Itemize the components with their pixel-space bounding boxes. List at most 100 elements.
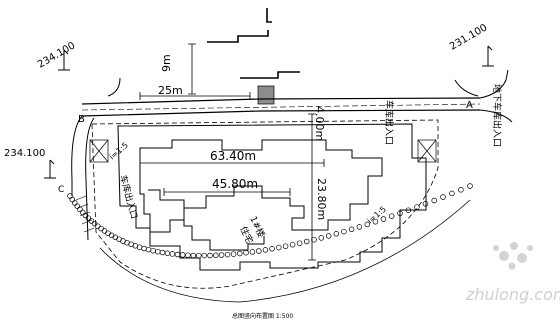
retaining-wall-segment: [318, 235, 325, 241]
retaining-wall-segment: [213, 252, 219, 259]
retaining-wall-segment: [108, 232, 115, 239]
retaining-wall-segment: [388, 213, 395, 219]
top-left-road-arc: [107, 77, 121, 97]
retaining-wall-segment: [101, 228, 108, 234]
retaining-wall-segment: [98, 225, 104, 232]
retaining-wall-segment: [276, 244, 282, 251]
retaining-wall-segment: [449, 190, 455, 197]
dimension-400: 4.00m: [313, 106, 326, 141]
retaining-wall-segment: [372, 218, 379, 225]
dimension-2380: 23.80m: [315, 178, 328, 220]
dimension-4580: 45.80m: [212, 177, 258, 191]
dimension-6340: 63.40m: [210, 149, 256, 163]
watermark-dot: [493, 245, 499, 251]
retaining-wall-segment: [269, 246, 275, 252]
retaining-wall-segment: [262, 247, 269, 253]
retaining-wall-segment: [341, 228, 347, 235]
watermark-text: zhulong.com: [465, 285, 560, 304]
dim-line-2380: [308, 140, 316, 261]
elevation-marker-top-left: [58, 49, 70, 71]
ramp-hatch-line: [79, 211, 91, 217]
point-c-label: C: [58, 185, 64, 195]
retaining-wall-segment: [69, 196, 76, 203]
drawing-title: 总图竖向布置图 1:500: [232, 312, 293, 320]
dim-line-9m: [188, 43, 196, 95]
road-upper-edge: [81, 97, 481, 105]
elevation-label-top-right: 231.100: [448, 22, 489, 52]
retaining-wall-segment: [95, 223, 101, 229]
retaining-wall-segment: [72, 200, 78, 206]
elevation-label-top-left: 234.100: [36, 40, 77, 70]
bottom-edge: [99, 199, 471, 303]
retaining-wall-segment: [237, 250, 243, 257]
retaining-wall-segment: [356, 224, 363, 230]
road-lines: [71, 69, 513, 241]
top-structures: [207, 8, 300, 79]
retaining-wall-segment: [380, 216, 387, 222]
vehicle-entrance-label-top: 车库出入口: [383, 100, 395, 145]
retaining-wall-segment: [196, 252, 202, 259]
dim-line-4580: [163, 188, 291, 196]
point-a-label: A: [466, 100, 473, 111]
retaining-wall-segment: [201, 252, 208, 259]
elevation-label-left: 234.100: [4, 148, 45, 159]
retaining-wall-segment: [82, 212, 89, 219]
text-labels: 234.100 231.100 234.100 9m 25m 63.40m 45…: [4, 22, 503, 320]
hatch-cell-top-right: [417, 139, 437, 163]
retaining-wall-segment: [145, 246, 152, 253]
top-structure-1: [266, 8, 272, 23]
retaining-wall-segment: [256, 248, 262, 254]
retaining-wall-segment: [414, 204, 420, 210]
watermark-dot: [499, 251, 509, 261]
slope-label-right: i=1:5: [366, 205, 388, 226]
ramp-hatch-line: [75, 195, 87, 201]
road-right-curve: [479, 69, 509, 99]
retaining-wall-segment: [179, 252, 186, 258]
watermark-dot: [510, 242, 518, 250]
retaining-wall-segment: [458, 187, 464, 193]
hatched-cells: [89, 85, 437, 163]
retaining-wall-segment: [207, 252, 213, 259]
building-footprint: [117, 123, 427, 271]
elevation-marker-left: [44, 159, 56, 179]
building-inner-stepped: [139, 139, 383, 233]
road-left-inner-curve: [85, 117, 95, 241]
road-centerline: [81, 103, 481, 111]
ramp-hatch-line: [83, 227, 95, 233]
retaining-wall-segment: [243, 249, 249, 256]
road-right-lower-curve: [479, 109, 513, 123]
retaining-wall-segment: [74, 203, 81, 209]
retaining-wall-segment: [303, 238, 310, 245]
retaining-wall-segment: [79, 209, 86, 216]
building-outline: [117, 123, 427, 271]
retaining-wall-segment: [141, 245, 147, 252]
point-b-label: B: [78, 114, 85, 125]
retaining-wall-segment: [296, 240, 303, 246]
top-right-road-arc: [454, 79, 479, 97]
hatch-cell-top-right-cross: [417, 139, 437, 163]
basement-entrance-label: 地下车库出入口: [491, 84, 503, 147]
retaining-wall-segment: [282, 243, 289, 249]
dimension-25m: 25m: [158, 84, 183, 97]
road-left-curve: [71, 115, 83, 196]
retaining-wall-segment: [77, 206, 83, 213]
retaining-wall-segment: [431, 197, 437, 204]
retaining-wall-segment: [364, 221, 371, 228]
retaining-wall-segment: [91, 220, 98, 227]
elevation-marker-top-right: [482, 45, 494, 67]
ramp-hatching: [75, 195, 95, 233]
bottom-edge-line: [99, 199, 471, 303]
watermark: zhulong.com: [465, 242, 560, 304]
retaining-wall-segment: [249, 249, 256, 255]
retaining-wall-segment: [467, 183, 473, 189]
building-inner-wing: [148, 189, 265, 251]
retaining-wall-segment: [164, 250, 171, 257]
retaining-wall-segment: [150, 247, 156, 254]
boundary-line: [91, 119, 439, 289]
retaining-wall-segment: [190, 252, 197, 259]
retaining-wall-segment: [333, 231, 340, 237]
retaining-wall-segment: [105, 230, 111, 236]
watermark-dot: [508, 262, 516, 270]
retaining-wall-segment: [174, 251, 181, 258]
